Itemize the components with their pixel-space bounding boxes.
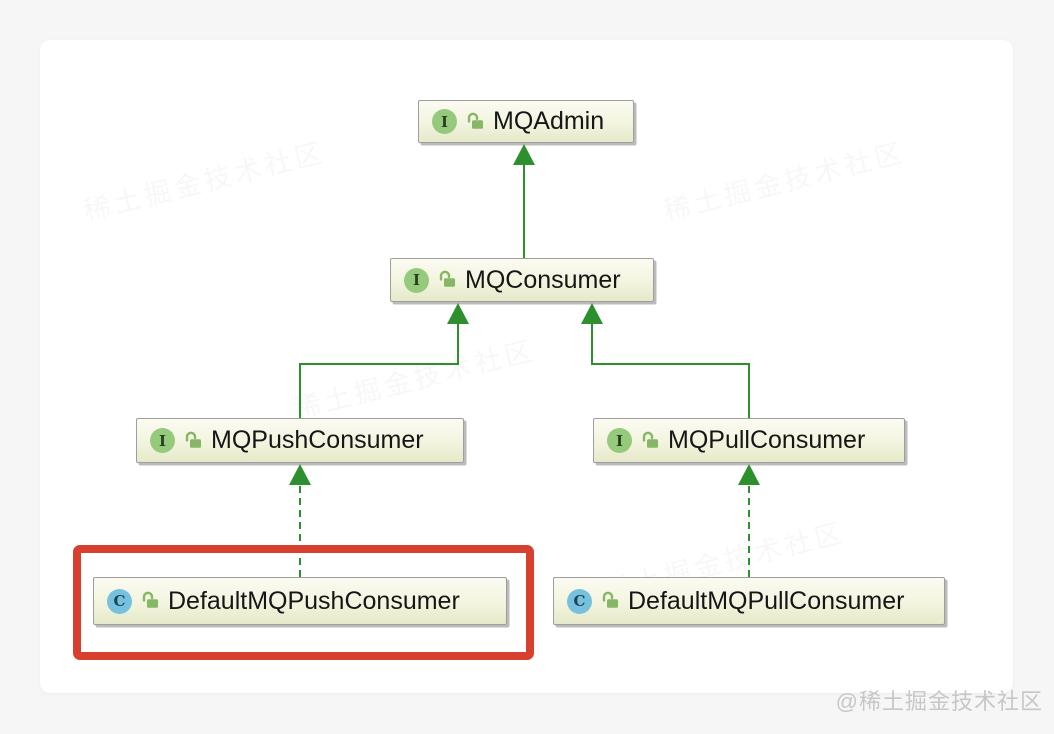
edge-mqconsumer-extends-mqadmin	[513, 144, 535, 258]
node-label: MQConsumer	[465, 265, 621, 294]
edge-mqpushconsumer-extends-mqconsumer	[299, 303, 469, 418]
class-node-mqadmin[interactable]: I MQAdmin	[418, 100, 634, 143]
interface-icon: I	[607, 428, 632, 453]
class-node-mqpullconsumer[interactable]: I MQPullConsumer	[593, 418, 905, 463]
public-lock-icon	[141, 591, 159, 609]
diagram-canvas: 稀土掘金技术社区 稀土掘金技术社区 稀土掘金技术社区 稀土掘金技术社区	[40, 40, 1013, 693]
public-lock-icon	[184, 431, 202, 449]
interface-icon: I	[404, 267, 429, 293]
interface-icon: I	[432, 109, 457, 134]
edge-defaultmqpullconsumer-implements-mqpullconsumer	[738, 464, 760, 577]
watermark-credit: @稀土掘金技术社区	[835, 689, 1043, 714]
class-icon: C	[107, 588, 132, 614]
class-node-defaultmqpushconsumer[interactable]: C DefaultMQPushConsumer	[93, 577, 507, 625]
class-node-mqpushconsumer[interactable]: I MQPushConsumer	[136, 418, 464, 463]
node-label: DefaultMQPullConsumer	[628, 586, 905, 615]
public-lock-icon	[601, 591, 619, 609]
node-label: DefaultMQPushConsumer	[168, 586, 460, 615]
inheritance-arrows	[289, 144, 760, 577]
class-node-defaultmqpullconsumer[interactable]: C DefaultMQPullConsumer	[553, 577, 945, 625]
edge-mqpullconsumer-extends-mqconsumer	[581, 303, 750, 418]
node-label: MQAdmin	[493, 107, 605, 135]
public-lock-icon	[466, 112, 484, 130]
class-icon: C	[567, 588, 592, 614]
public-lock-icon	[641, 431, 659, 449]
class-node-mqconsumer[interactable]: I MQConsumer	[390, 258, 654, 302]
node-label: MQPushConsumer	[211, 426, 424, 454]
interface-icon: I	[150, 428, 175, 453]
highlight-box	[73, 545, 534, 660]
public-lock-icon	[438, 270, 456, 288]
edge-defaultmqpushconsumer-implements-mqpushconsumer	[289, 464, 311, 577]
node-label: MQPullConsumer	[668, 426, 866, 454]
